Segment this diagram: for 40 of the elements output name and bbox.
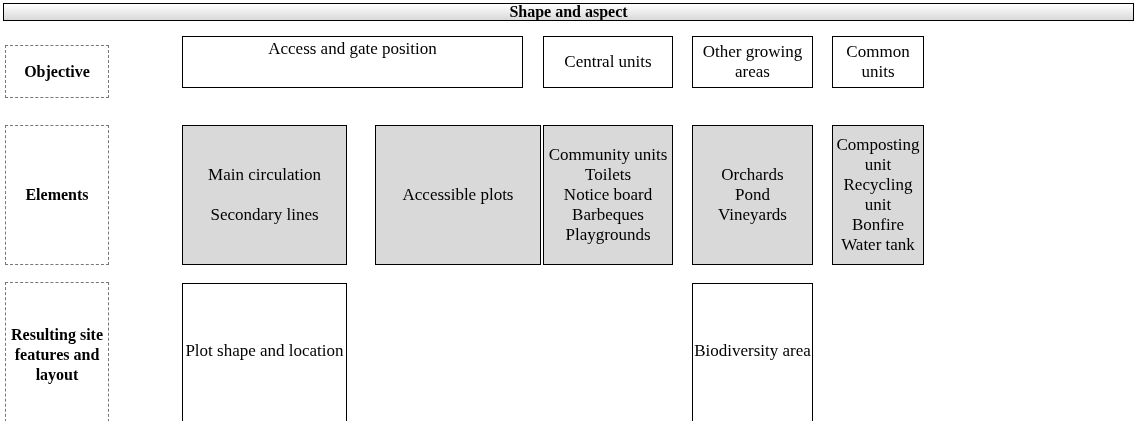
box-text: Recycling unit — [842, 175, 914, 215]
box-text: Bonfire — [852, 215, 904, 235]
box-text: Toilets — [585, 165, 631, 185]
box-text: Barbeques — [572, 205, 644, 225]
objective-box — [543, 36, 673, 88]
element-box — [543, 125, 673, 265]
box-text: Common units — [845, 42, 911, 82]
box-text: Plot shape and location — [185, 340, 344, 361]
box-text: Pond — [735, 185, 770, 205]
row-label-box — [5, 45, 109, 98]
header-title: Shape and aspect — [509, 2, 628, 22]
box-text: Orchards — [721, 165, 784, 185]
element-box — [182, 125, 347, 265]
box-text: Composting unit — [835, 135, 921, 175]
box-text: Accessible plots — [402, 185, 514, 205]
objective-box — [182, 36, 523, 88]
box-text: Biodiversity area — [694, 340, 811, 361]
box-text: Vineyards — [718, 205, 787, 225]
box-text: Other growing areas — [701, 42, 804, 82]
row-label: Resulting site features and layout — [10, 324, 104, 385]
box-text: Main circulation — [208, 165, 321, 185]
box-text: Water tank — [841, 235, 915, 255]
box-text: Central units — [564, 52, 652, 72]
row-label-box — [5, 125, 109, 265]
box-text: Playgrounds — [565, 225, 651, 245]
box-text: Notice board — [563, 185, 653, 205]
header-bar — [3, 3, 1134, 21]
element-box — [692, 125, 813, 265]
element-box — [375, 125, 541, 265]
result-box — [692, 283, 813, 421]
objective-box — [832, 36, 924, 88]
box-text: Community units — [548, 145, 668, 165]
element-box — [832, 125, 924, 265]
row-label: Elements — [25, 185, 89, 205]
row-label: Objective — [24, 61, 90, 82]
box-text: Secondary lines — [210, 205, 319, 225]
objective-box — [692, 36, 813, 88]
box-text: Access and gate position — [268, 39, 437, 59]
result-box — [182, 283, 347, 421]
row-label-box — [5, 282, 109, 421]
